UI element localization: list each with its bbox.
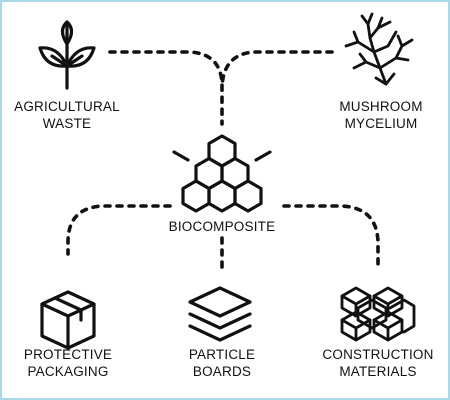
connector-agricultural (108, 50, 224, 126)
connectors (66, 50, 380, 270)
mycelium-icon (344, 12, 414, 86)
mushroom-mycelium-label: MUSHROOM MYCELIUM (339, 99, 423, 131)
brick-blocks-icon (340, 286, 416, 342)
particle-boards-label: PARTICLE BOARDS (188, 347, 256, 379)
connector-construction (282, 204, 380, 268)
agricultural-waste-label: AGRICULTURAL WASTE (14, 99, 120, 131)
connector-mushroom (220, 50, 334, 88)
cardboard-box-icon (40, 290, 96, 350)
sprout-icon (38, 20, 96, 90)
biocomposite-label: BIOCOMPOSITE (168, 219, 276, 234)
stacked-layers-icon (188, 286, 252, 342)
protective-packaging-label: PROTECTIVE PACKAGING (23, 347, 113, 379)
construction-materials-label: CONSTRUCTION MATERIALS (322, 347, 434, 379)
hexagon-cluster-icon (172, 134, 272, 213)
connector-packaging (66, 204, 172, 256)
